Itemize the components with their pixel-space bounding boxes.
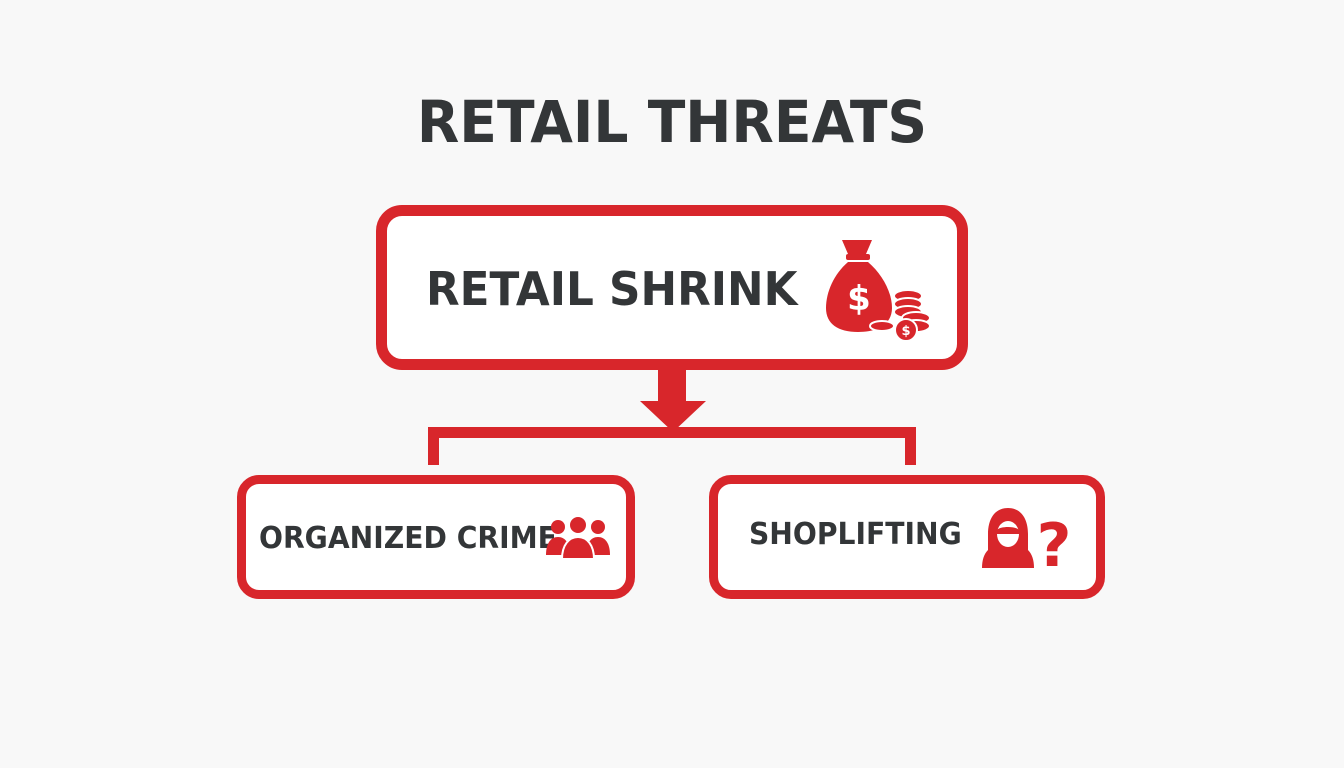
branch-left-drop — [428, 427, 439, 465]
arrow-shaft — [658, 370, 686, 404]
group-people-icon — [546, 515, 610, 559]
hooded-thief-question-icon: ? — [982, 508, 1072, 570]
svg-text:$: $ — [901, 324, 910, 339]
shoplifting-node-box — [709, 475, 1105, 599]
branch-right-drop — [905, 427, 916, 465]
shoplifting-label: SHOPLIFTING — [749, 517, 962, 552]
branch-bar — [428, 427, 916, 438]
root-node-label: RETAIL SHRINK — [426, 262, 798, 316]
organized-crime-label: ORGANIZED CRIME — [259, 521, 557, 556]
arrow-head — [640, 401, 706, 432]
svg-text:?: ? — [1037, 511, 1072, 570]
svg-text:$: $ — [847, 279, 871, 319]
money-bag-coins-icon: $ $ — [826, 240, 931, 342]
organized-crime-node-box — [237, 475, 635, 599]
diagram-title: RETAIL THREATS — [416, 88, 928, 156]
